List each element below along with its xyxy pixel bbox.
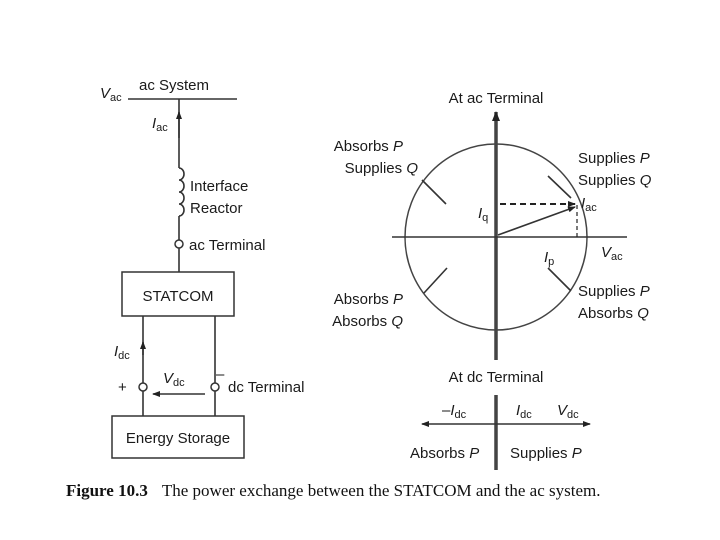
dc-node-plus: [138, 382, 148, 392]
pos-idc-label: Idc: [516, 402, 532, 421]
quadrant-tl-line1: Absorbs P: [334, 138, 403, 155]
iq-label: Iq: [478, 205, 488, 224]
quadrant-bl-line1: Absorbs P: [334, 291, 403, 308]
ip-label: Ip: [544, 249, 554, 268]
vdc-axis-label: Vdc: [557, 402, 579, 421]
reactor-label-line2: Reactor: [190, 200, 243, 217]
quadrant-bl-line2: Absorbs Q: [332, 313, 403, 330]
vac-label: Vac: [100, 85, 122, 104]
iac-phasor-label: Iac: [581, 195, 597, 214]
plus-sign: +: [118, 379, 127, 396]
idc-label: Idc: [114, 343, 130, 362]
quadrant-tl-line2: Supplies Q: [345, 160, 419, 177]
quadrant-tr-line1: Supplies P: [578, 150, 650, 167]
interface-reactor-coil: [178, 167, 185, 217]
quadrant-tick-br: [547, 267, 572, 292]
caption-text: The power exchange between the STATCOM a…: [162, 481, 601, 500]
ac-terminal-label: ac Terminal: [189, 237, 265, 254]
dc-supplies-label: Supplies P: [510, 445, 582, 462]
circuit-schematic: Vac ac System Iac Interface Reactor ac T…: [100, 77, 304, 459]
caption-label: Figure 10.3: [66, 481, 148, 500]
vac-axis-label: Vac: [601, 244, 623, 263]
vdc-label: Vdc: [163, 370, 185, 389]
at-ac-terminal-label: At ac Terminal: [449, 90, 544, 107]
dc-terminal-label: dc Terminal: [228, 379, 304, 396]
quadrant-tick-tl: [421, 179, 447, 205]
quadrant-br-line2: Absorbs Q: [578, 305, 649, 322]
energy-storage-label: Energy Storage: [126, 430, 230, 447]
dc-absorbs-label: Absorbs P: [410, 445, 479, 462]
dc-node-minus: [210, 382, 220, 392]
ac-terminal-node: [174, 239, 184, 249]
energy-storage-box: [111, 415, 245, 459]
quadrant-br-line1: Supplies P: [578, 283, 650, 300]
statcom-box: [121, 271, 235, 317]
figure-caption: Figure 10.3 The power exchange between th…: [66, 481, 600, 500]
neg-idc-label: –Idc: [442, 402, 467, 421]
ac-system-label: ac System: [139, 77, 209, 94]
iac-phasor: [497, 206, 576, 236]
minus-sign: –: [216, 366, 225, 383]
iac-label: Iac: [152, 115, 168, 134]
statcom-label: STATCOM: [142, 288, 213, 305]
reactor-label-line1: Interface: [190, 178, 248, 195]
at-dc-terminal-label: At dc Terminal: [449, 369, 544, 386]
phasor-diagram: At ac Terminal Absorbs P Supplies Q Supp…: [332, 90, 652, 470]
quadrant-tick-tr: [547, 175, 572, 199]
quadrant-tr-line2: Supplies Q: [578, 172, 652, 189]
quadrant-tick-bl: [423, 267, 448, 294]
